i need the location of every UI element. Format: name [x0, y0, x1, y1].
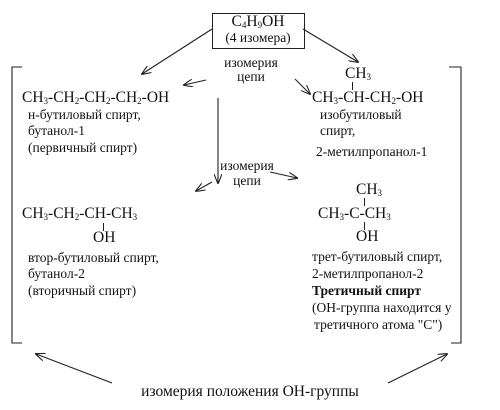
tert-butanol-type: Третичный спирт: [312, 283, 421, 298]
formula-part: -CH: [79, 89, 106, 106]
formula-part: CH: [312, 89, 334, 106]
arrow-bottom-left: [36, 354, 113, 384]
sec-butanol-name: втор-бутиловый спирт,: [28, 250, 159, 265]
formula-sub: 3: [43, 96, 49, 106]
formula-sub: 9: [257, 20, 263, 30]
chain-isomerism-label-line2: цепи: [237, 69, 265, 84]
right-bracket: [449, 66, 462, 344]
formula-part: OH: [262, 13, 285, 30]
sec-butanol-oh: OH: [93, 229, 116, 246]
formula-sub: 4: [241, 20, 247, 30]
formula-sub: 2: [74, 212, 80, 222]
tert-butanol-branch: CH3: [356, 181, 383, 198]
formula-part: CH: [345, 65, 367, 82]
n-butanol-name: н-бутиловый спирт,: [28, 107, 141, 122]
formula-part: -CH: [110, 89, 138, 106]
formula-sub: 2: [391, 96, 396, 106]
arrow-chain2-right: [269, 171, 297, 178]
formula-part: -OH: [141, 89, 170, 106]
n-butanol-type: (первичный спирт): [28, 140, 138, 155]
top-formula-box: [212, 13, 305, 49]
isobutanol-bond: [352, 82, 353, 90]
arrow-top-to-n-butanol: [142, 28, 213, 74]
isobutanol-name: изобутиловый: [320, 107, 402, 122]
tert-butanol-bond-top: [364, 198, 365, 206]
formula-part: -CH-CH: [79, 205, 133, 222]
formula-part: -OH: [395, 89, 424, 106]
left-bracket: [11, 66, 22, 344]
arrow-chain2-left: [196, 181, 213, 191]
formula-sub: 3: [132, 212, 138, 222]
top-formula: C4H9OH: [213, 13, 303, 30]
isobutanol-iupac: 2-метилпропанол-1: [316, 144, 428, 159]
formula-sub: 3: [386, 212, 391, 222]
arrow-bottom-right: [387, 354, 447, 384]
formula-part: -C-CH: [344, 205, 387, 222]
chain-isomerism-label2-line1: изомерия: [220, 158, 274, 173]
tert-butanol-bond-bottom: [364, 222, 365, 230]
formula-part: CH: [22, 89, 44, 106]
formula-part: -CH: [48, 205, 75, 222]
formula-sub: 3: [43, 212, 49, 222]
arrow-top-to-isobutanol: [302, 28, 358, 62]
formula-part: -CH-CH: [338, 89, 392, 106]
sec-butanol-type: (вторичный спирт): [28, 283, 137, 298]
n-butanol-iupac: бутанол-1: [28, 123, 85, 138]
formula-part: CH: [22, 205, 44, 222]
position-isomerism-label: изомерия положения ОН-группы: [141, 383, 359, 400]
arrow-chain-right: [294, 78, 310, 94]
formula-sub: 2: [74, 96, 80, 106]
tert-butanol-note-line2: третичного атома "С"): [314, 317, 443, 332]
n-butanol-formula: CH3-CH2-CH2-CH2-OH: [22, 89, 170, 106]
formula-sub: 3: [339, 212, 345, 222]
tert-butanol-iupac: 2-метилпропанол-2: [312, 266, 424, 281]
formula-part: CH: [318, 205, 340, 222]
chain-isomerism-label-line1: изомерия: [224, 55, 278, 70]
isobutanol-name2: спирт,: [320, 123, 356, 138]
sec-butanol-bond: [103, 223, 104, 231]
isobutanol-formula: CH3-CH-CH2-OH: [312, 89, 424, 106]
formula-part: -CH: [48, 89, 75, 106]
formula-part: C: [231, 13, 242, 30]
formula-sub: 3: [366, 72, 372, 82]
isobutanol-branch: CH3: [345, 65, 372, 82]
chain-isomerism-label2-line2: цепи: [233, 173, 261, 188]
tert-butanol-oh: OH: [356, 228, 379, 245]
arrow-chain-left: [184, 80, 207, 85]
formula-sub: 2: [137, 96, 142, 106]
formula-part: H: [246, 13, 258, 30]
formula-sub: 3: [333, 96, 339, 106]
sec-butanol-iupac: бутанол-2: [28, 266, 85, 281]
formula-part: CH: [356, 181, 378, 198]
sec-butanol-formula: CH3-CH2-CH-CH3: [22, 205, 138, 222]
tert-butanol-note-line1: (ОН-группа находится у: [312, 300, 452, 315]
tert-butanol-formula: CH3-C-CH3: [318, 205, 391, 222]
formula-sub: 3: [377, 188, 383, 198]
tert-butanol-name: трет-бутиловый спирт,: [312, 249, 443, 264]
isomer-count: (4 изомера): [225, 30, 291, 45]
formula-sub: 2: [105, 96, 111, 106]
